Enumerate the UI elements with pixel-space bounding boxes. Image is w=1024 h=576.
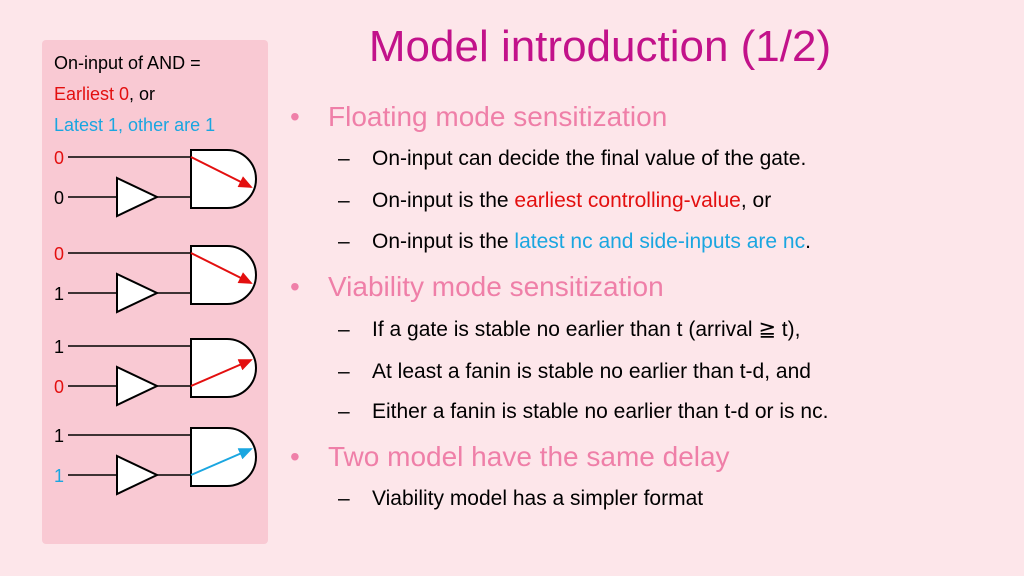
sub-bullet: –Either a fanin is stable no earlier tha…	[290, 397, 1010, 427]
legend-or: , or	[129, 84, 156, 104]
gate-input-top-label: 0	[54, 244, 64, 264]
on-input-arrow-icon	[190, 448, 253, 476]
sub-bullet: –On-input is the earliest controlling-va…	[290, 186, 1010, 216]
bullet-viability-mode: •Viability mode sensitization	[290, 271, 664, 302]
sub-bullet: –On-input is the latest nc and side-inpu…	[290, 227, 1010, 257]
on-input-arrow-icon	[190, 156, 253, 188]
buffer-icon	[116, 176, 160, 218]
dash-marker: –	[338, 487, 350, 510]
on-input-arrow-icon	[190, 252, 253, 284]
bullet-marker: •	[290, 441, 300, 472]
and-gate-icon	[190, 149, 257, 209]
legend-earliest-zero: Earliest 0	[54, 84, 130, 104]
sub-bullet: –If a gate is stable no earlier than t (…	[290, 315, 1010, 345]
bullet-floating-mode: •Floating mode sensitization	[290, 101, 668, 132]
legend-line-2: Earliest 0, or	[54, 79, 215, 110]
dash-marker: –	[338, 147, 350, 170]
gate-input-bottom-label: 1	[54, 466, 64, 486]
legend-line-3: Latest 1, other are 1	[54, 115, 216, 135]
bullet-marker: •	[290, 101, 300, 132]
buffer-icon	[116, 365, 160, 407]
gate-input-bottom-label: 1	[54, 284, 64, 304]
and-gate-icon	[190, 245, 257, 305]
and-gate-icon	[190, 427, 257, 487]
dash-marker: –	[338, 230, 350, 253]
and-gate-icon	[190, 338, 257, 398]
bullet-marker: •	[290, 271, 300, 302]
sub-bullet: –At least a fanin is stable no earlier t…	[290, 357, 1010, 387]
dash-marker: –	[338, 318, 350, 341]
buffer-icon	[116, 454, 160, 496]
gate-input-bottom-label: 0	[54, 188, 64, 208]
sub-bullet: –On-input can decide the final value of …	[290, 144, 1010, 174]
bullet-same-delay: •Two model have the same delay	[290, 441, 730, 472]
dash-marker: –	[338, 400, 350, 423]
slide-title: Model introduction (1/2)	[368, 22, 832, 71]
gate-input-top-label: 1	[54, 426, 64, 446]
buffer-icon	[116, 272, 160, 314]
gate-input-top-label: 1	[54, 337, 64, 357]
legend: On-input of AND = Earliest 0, or Latest …	[54, 48, 215, 141]
dash-marker: –	[338, 189, 350, 212]
dash-marker: –	[338, 360, 350, 383]
legend-line-1: On-input of AND =	[54, 53, 201, 73]
bullet-list: •Floating mode sensitization –On-input c…	[290, 100, 1010, 514]
gate-input-top-label: 0	[54, 148, 64, 168]
gate-input-bottom-label: 0	[54, 377, 64, 397]
on-input-arrow-icon	[190, 359, 253, 387]
sub-bullet: –Viability model has a simpler format	[290, 484, 1010, 514]
